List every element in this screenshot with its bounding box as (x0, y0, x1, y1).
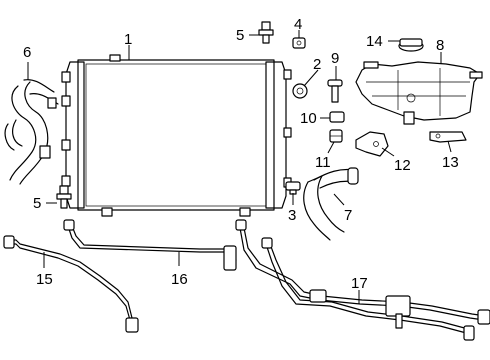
radiator (61, 54, 292, 217)
cooler-line-assembly (235, 219, 490, 341)
callout-8: 8 (436, 37, 444, 54)
reservoir-bolt (327, 79, 343, 103)
callout-11: 11 (315, 154, 331, 171)
bolt-upper (258, 21, 274, 44)
insulator (329, 129, 343, 143)
nut (329, 111, 345, 123)
bolt-lower (56, 185, 72, 209)
callout-3: 3 (288, 207, 296, 224)
hose-clamp (285, 181, 301, 195)
mounting-bracket (429, 131, 467, 143)
callout-7: 7 (344, 207, 352, 224)
coolant-reservoir (355, 61, 483, 125)
leader-lines (27, 30, 452, 304)
callout-5-lower: 5 (33, 195, 41, 212)
upper-radiator-hose (4, 79, 59, 185)
callout-12: 12 (394, 157, 411, 174)
grommet-cap (292, 37, 306, 49)
callout-9: 9 (331, 50, 339, 67)
transmission-cooler-tube (63, 219, 237, 271)
callout-15: 15 (36, 271, 53, 288)
reservoir-bracket (355, 131, 389, 157)
oil-cooler-tube (3, 235, 139, 333)
callout-2: 2 (313, 56, 321, 73)
callout-6: 6 (23, 44, 31, 61)
callout-13: 13 (442, 154, 459, 171)
callout-16: 16 (171, 271, 188, 288)
callout-5-upper: 5 (236, 27, 244, 44)
callout-17: 17 (351, 275, 368, 292)
callout-1: 1 (124, 31, 132, 48)
callout-4: 4 (294, 16, 302, 33)
callout-14: 14 (366, 33, 383, 50)
lower-radiator-hose (303, 167, 359, 241)
pressure-cap (398, 38, 424, 52)
callout-labels: 1 2 3 4 5 5 6 7 8 9 10 11 12 13 14 15 16… (23, 16, 459, 292)
callout-10: 10 (300, 110, 317, 127)
grommet (292, 83, 308, 99)
